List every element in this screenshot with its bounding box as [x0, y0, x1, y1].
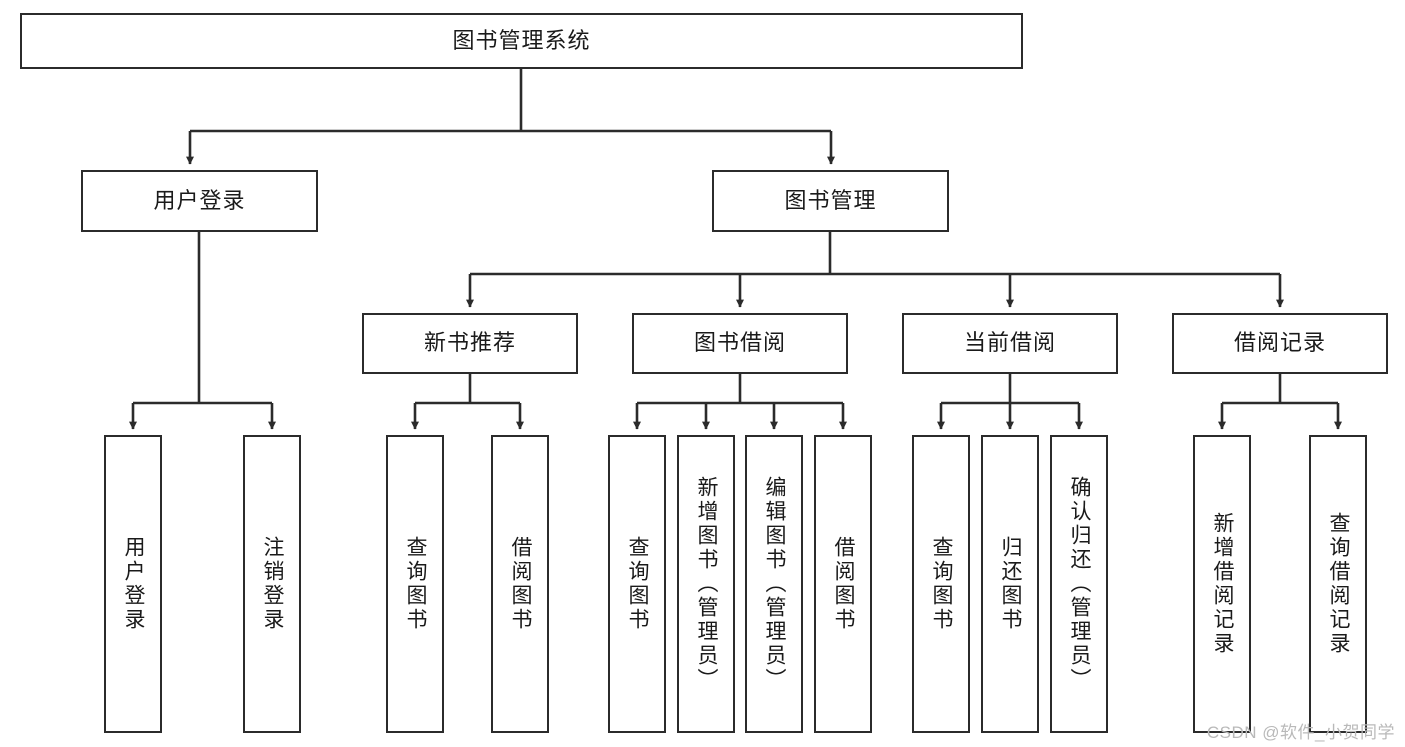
node-book-borrow[interactable]: 图书借阅 — [632, 313, 848, 374]
node-current-borrow-label: 当前借阅 — [963, 330, 1056, 356]
leaf-label: 注销登录 — [261, 536, 285, 632]
node-borrow-record-label: 借阅记录 — [1233, 330, 1326, 356]
leaf-label: 借阅图书 — [832, 536, 856, 632]
leaf-borrow-borrow-book[interactable]: 借阅图书 — [814, 435, 872, 733]
leaf-recommend-query-book[interactable]: 查询图书 — [386, 435, 444, 733]
node-new-book-recommend[interactable]: 新书推荐 — [362, 313, 578, 374]
leaf-label: 借阅图书 — [509, 536, 533, 632]
leaf-borrow-query-book[interactable]: 查询图书 — [608, 435, 666, 733]
node-book-management[interactable]: 图书管理 — [712, 170, 949, 232]
leaf-label: 新增图书（管理员） — [695, 476, 719, 692]
leaf-label: 查询借阅记录 — [1327, 512, 1351, 656]
leaf-user-login-logout[interactable]: 注销登录 — [243, 435, 301, 733]
leaf-borrow-add-book-admin[interactable]: 新增图书（管理员） — [677, 435, 735, 733]
node-book-borrow-label: 图书借阅 — [693, 330, 786, 356]
leaf-label: 新增借阅记录 — [1211, 512, 1235, 656]
leaf-label: 用户登录 — [122, 536, 146, 632]
leaf-label: 编辑图书（管理员） — [763, 476, 787, 692]
node-current-borrow[interactable]: 当前借阅 — [902, 313, 1118, 374]
leaf-label: 查询图书 — [626, 536, 650, 632]
leaf-label: 查询图书 — [404, 536, 428, 632]
leaf-label: 确认归还（管理员） — [1068, 476, 1092, 692]
csdn-watermark: CSDN @软件_小贺同学 — [1206, 723, 1395, 742]
node-root-label: 图书管理系统 — [452, 27, 591, 53]
leaf-current-return-book[interactable]: 归还图书 — [981, 435, 1039, 733]
leaf-user-login-login[interactable]: 用户登录 — [104, 435, 162, 733]
leaf-label: 查询图书 — [930, 536, 954, 632]
node-user-login-label: 用户登录 — [153, 187, 246, 213]
node-borrow-record[interactable]: 借阅记录 — [1172, 313, 1388, 374]
leaf-record-add-record[interactable]: 新增借阅记录 — [1193, 435, 1251, 733]
leaf-recommend-borrow-book[interactable]: 借阅图书 — [491, 435, 549, 733]
leaf-current-query-book[interactable]: 查询图书 — [912, 435, 970, 733]
leaf-label: 归还图书 — [999, 536, 1023, 632]
leaf-current-confirm-return-admin[interactable]: 确认归还（管理员） — [1050, 435, 1108, 733]
node-new-book-recommend-label: 新书推荐 — [423, 330, 516, 356]
node-root[interactable]: 图书管理系统 — [20, 13, 1023, 69]
leaf-borrow-edit-book-admin[interactable]: 编辑图书（管理员） — [745, 435, 803, 733]
node-user-login[interactable]: 用户登录 — [81, 170, 318, 232]
leaf-record-query-record[interactable]: 查询借阅记录 — [1309, 435, 1367, 733]
node-book-management-label: 图书管理 — [784, 187, 877, 213]
